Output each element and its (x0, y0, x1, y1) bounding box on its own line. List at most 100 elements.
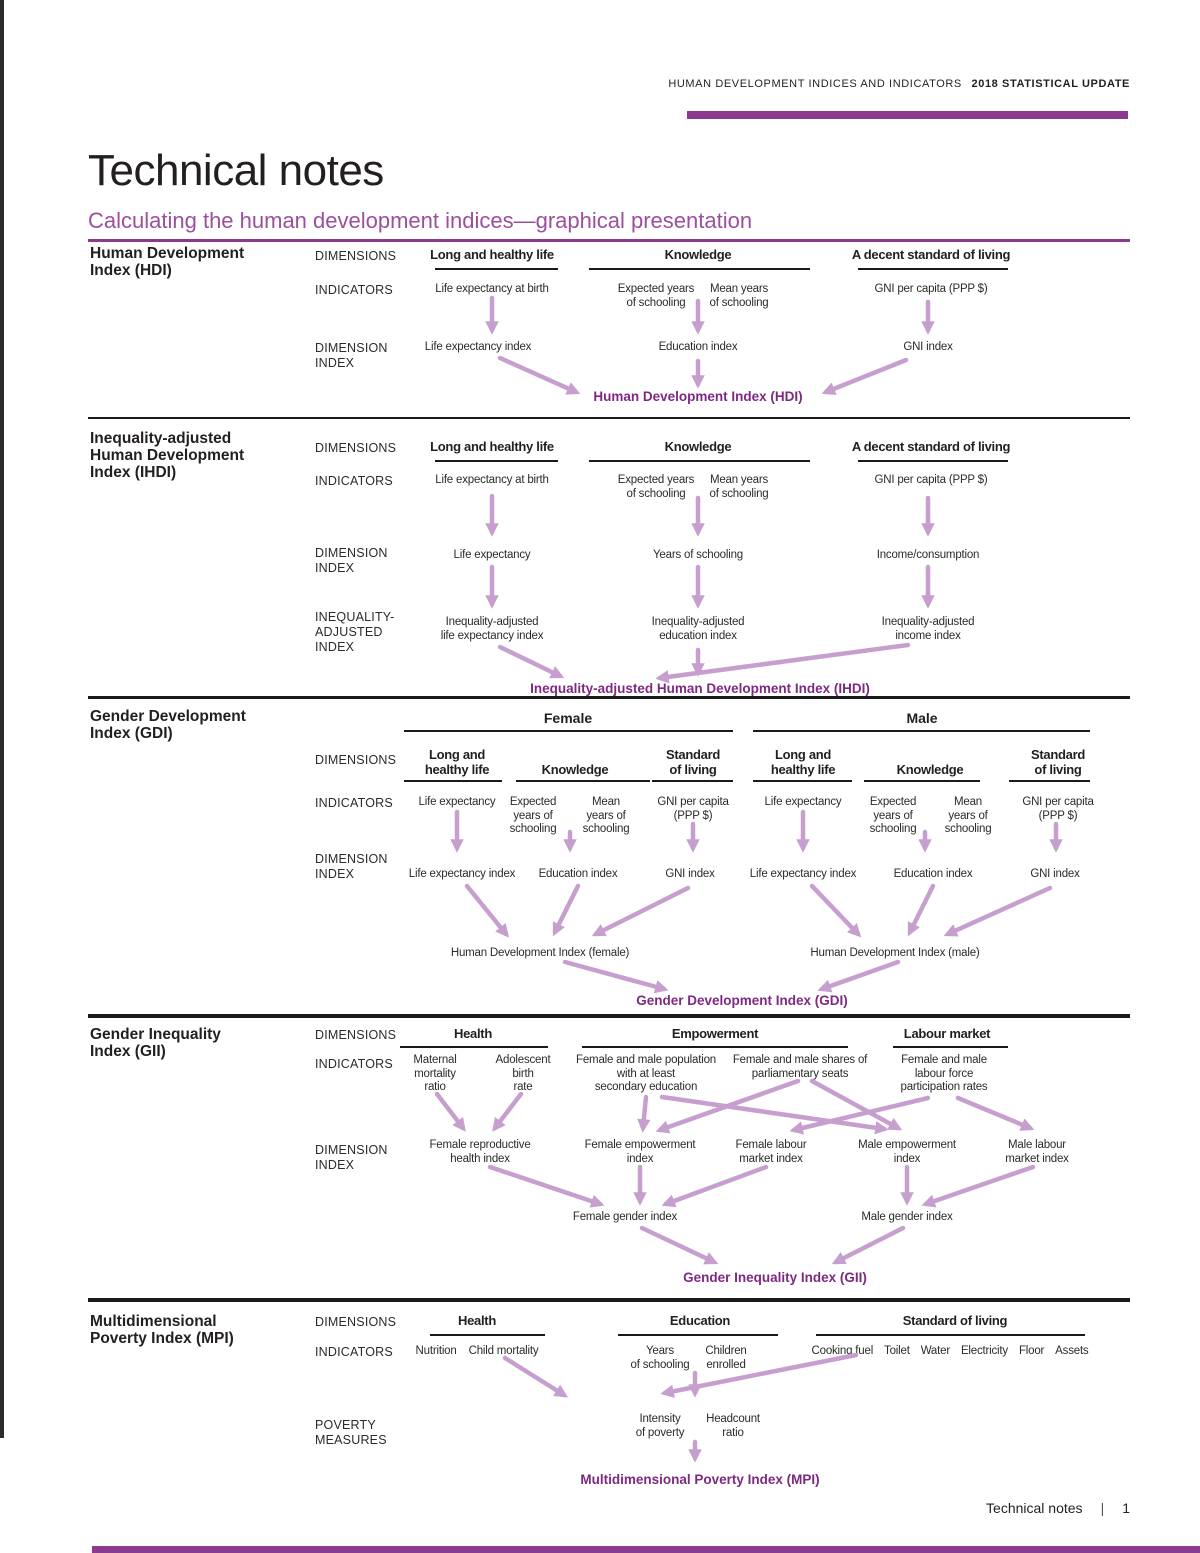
mpi-underline-1 (430, 1334, 545, 1336)
arrow-gdi-m4 (809, 883, 862, 938)
hdi-row-label-indicators: INDICATORS (315, 283, 393, 297)
mpi-indicator-cooking-fuel: Cooking fuel (811, 1345, 874, 1357)
gdi-f-underline-1 (404, 780, 502, 782)
gdi-f-underline-2 (516, 780, 650, 782)
footer-chapter-label: Technical notes (986, 1500, 1083, 1516)
footer-divider: | (1100, 1500, 1105, 1516)
hdi-underline-2 (589, 268, 810, 270)
hdi-row-label-dimension-index: DIMENSION INDEX (315, 341, 388, 370)
gii-row-label-dimensions: DIMENSIONS (315, 1028, 397, 1042)
section-rule-gdi-bottom (88, 1014, 1130, 1018)
mpi-row-label-poverty-measures: POVERTY MEASURES (315, 1418, 387, 1447)
gdi-m-dimension-standard-of-living: Standard of living (1031, 747, 1085, 777)
arrow-ihdi-9 (655, 642, 911, 684)
arrow-gii-2 (492, 1091, 524, 1132)
gii-underline-3 (893, 1046, 1008, 1048)
ihdi-underline-2 (589, 460, 810, 462)
gdi-m-underline-1 (753, 780, 852, 782)
arrow-gii-1 (434, 1091, 466, 1132)
gii-index-male-empowerment: Male empowerment index (858, 1139, 956, 1165)
ihdi-adjusted-income: Inequality-adjusted income index (881, 616, 975, 642)
mpi-indicator-assets: Assets (1055, 1345, 1089, 1357)
ihdi-indicator-life-expectancy: Life expectancy at birth (435, 474, 549, 486)
gdi-f-dimension-long-healthy-life: Long and healthy life (424, 747, 490, 777)
gdi-row-label-indicators: INDICATORS (315, 796, 393, 810)
ihdi-dimension-standard-of-living: A decent standard of living (851, 439, 1011, 454)
hdi-result: Human Development Index (HDI) (593, 389, 803, 404)
hdi-indicator-expected-years: Expected years of schooling (617, 283, 695, 309)
gii-index-female-empowerment: Female empowerment index (584, 1139, 696, 1165)
arrow-hdi-6 (821, 357, 909, 396)
ihdi-index-years-schooling: Years of schooling (653, 549, 743, 561)
gii-section-title: Gender Inequality Index (GII) (90, 1026, 221, 1060)
mpi-indicator-electricity: Electricity (960, 1345, 1008, 1357)
gii-male-gender-index: Male gender index (861, 1211, 953, 1223)
gdi-hdi-female: Human Development Index (female) (450, 947, 630, 959)
gdi-f-index-education: Education index (538, 868, 618, 880)
arrow-gii-8 (955, 1095, 1035, 1131)
gdi-f-dimension-standard-of-living: Standard of living (666, 747, 720, 777)
arrow-ihdi-7 (497, 644, 565, 679)
arrow-gdi-f4 (464, 883, 509, 938)
mpi-section-title: Multidimensional Poverty Index (MPI) (90, 1313, 234, 1347)
gii-indicator-labour-force: Female and male labour force participati… (900, 1054, 988, 1093)
arrow-mpi-1 (502, 1355, 569, 1398)
gii-indicator-maternal-mortality: Maternal mortality ratio (413, 1054, 457, 1093)
mpi-measure-intensity: Intensity of poverty (635, 1413, 685, 1439)
mpi-row-label-indicators: INDICATORS (315, 1345, 393, 1359)
hdi-underline-3 (858, 268, 1008, 270)
hdi-indicator-mean-years: Mean years of schooling (709, 283, 769, 309)
hdi-dimension-knowledge: Knowledge (664, 247, 732, 262)
gdi-group-female: Female (543, 710, 593, 726)
arrow-gii-3 (637, 1094, 651, 1133)
mpi-indicator-child-mortality: Child mortality (468, 1345, 539, 1357)
ihdi-dimension-long-healthy-life: Long and healthy life (430, 439, 554, 454)
gdi-f-index-gni: GNI index (665, 868, 715, 880)
gdi-m-indicator-life-expectancy: Life expectancy (764, 796, 842, 808)
gdi-m-index-gni: GNI index (1030, 868, 1080, 880)
ihdi-row-label-dimension-index: DIMENSION INDEX (315, 546, 388, 575)
gii-dimension-health: Health (454, 1026, 492, 1041)
mpi-underline-2 (618, 1334, 778, 1336)
gdi-f-indicator-gni: GNI per capita (PPP $) (657, 796, 729, 822)
gdi-m-indicator-mean-years: Mean years of schooling (944, 796, 992, 835)
ihdi-indicator-gni: GNI per capita (PPP $) (874, 474, 988, 486)
ihdi-adjusted-education: Inequality-adjusted education index (651, 616, 745, 642)
mpi-indicator-toilet: Toilet (884, 1345, 910, 1357)
hdi-underline-1 (435, 268, 558, 270)
subtitle-rule (88, 239, 1130, 242)
ihdi-index-income: Income/consumption (876, 549, 980, 561)
gii-underline-1 (400, 1046, 548, 1048)
gdi-m-indicator-gni: GNI per capita (PPP $) (1022, 796, 1094, 822)
mpi-measure-headcount: Headcount ratio (706, 1413, 760, 1439)
section-rule-ihdi-bottom (88, 696, 1130, 699)
arrow-gdi-r2 (817, 959, 901, 993)
ihdi-dimension-knowledge: Knowledge (664, 439, 732, 454)
arrow-gii-9 (487, 1164, 605, 1208)
hdi-indicator-gni: GNI per capita (PPP $) (874, 283, 988, 295)
page-title: Technical notes (88, 146, 384, 195)
arrow-gdi-r1 (562, 959, 669, 994)
gdi-f-indicator-life-expectancy: Life expectancy (418, 796, 496, 808)
gdi-f-indicator-expected-years: Expected years of schooling (509, 796, 557, 835)
ihdi-underline-3 (858, 460, 1008, 462)
gii-underline-2 (582, 1046, 848, 1048)
arrow-gii-15 (831, 1225, 906, 1265)
gii-indicator-adolescent-birth: Adolescent birth rate (495, 1054, 551, 1093)
gdi-f-underline-3 (652, 780, 733, 782)
ihdi-adjusted-life-expectancy: Inequality-adjusted life expectancy inde… (440, 616, 544, 642)
gdi-m-indicator-expected-years: Expected years of schooling (869, 796, 917, 835)
ihdi-underline-1 (435, 460, 558, 462)
gdi-result: Gender Development Index (GDI) (636, 993, 848, 1008)
gii-index-male-labour-market: Male labour market index (1005, 1139, 1069, 1165)
hdi-index-life-expectancy: Life expectancy index (424, 341, 532, 353)
hdi-section-title: Human Development Index (HDI) (90, 245, 245, 279)
gdi-hdi-male: Human Development Index (male) (810, 947, 980, 959)
running-header-edition: 2018 STATISTICAL UPDATE (971, 78, 1130, 90)
arrow-gdi-m6 (943, 885, 1053, 937)
gdi-group-male: Male (906, 710, 938, 726)
arrow-hdi-4 (497, 355, 581, 395)
arrow-gii-11 (661, 1164, 769, 1208)
arrow-gii-5 (659, 1094, 889, 1135)
gdi-f-index-life-expectancy: Life expectancy index (408, 868, 516, 880)
